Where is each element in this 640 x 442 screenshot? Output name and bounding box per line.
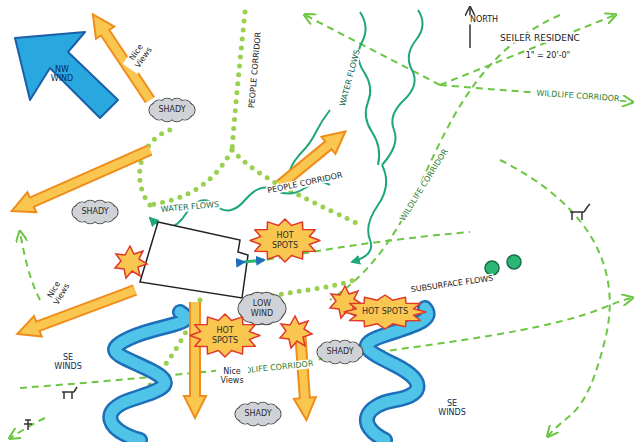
corridor-label: WILDLIFE CORRIDOR (398, 146, 451, 223)
hot-spot-star: HOT SPOTS (190, 314, 260, 357)
shade-cloud: SHADY (317, 340, 363, 364)
wind-label: SE WINDS (52, 353, 84, 371)
north-arrow (469, 8, 471, 48)
node-text: SHADY (326, 347, 353, 356)
wind-arrow (15, 32, 118, 118)
node-text: LOW WIND (247, 299, 277, 317)
corridor-label: WILDLIFE CORRIDOR (535, 88, 621, 103)
view-label: Nice Views (42, 274, 74, 311)
node-text: HOT SPOTS (208, 326, 242, 344)
building-outline (140, 222, 248, 298)
view-arrow (30, 31, 330, 400)
node-text: HOT SPOTS (362, 307, 408, 316)
water-label: WATER FLOWS (338, 48, 363, 109)
wind-squiggle (110, 308, 427, 440)
shade-cloud: SHADY (149, 98, 195, 122)
scale-note: 1" = 20'-0" (525, 51, 572, 60)
wildlife-corridor (10, 15, 632, 438)
node-text: SHADY (244, 409, 271, 418)
entry-arrow (244, 260, 264, 262)
node-text: SHADY (158, 105, 185, 114)
wind-label: NW WIND (46, 65, 78, 83)
shade-cloud: LOW WIND (238, 292, 286, 325)
node-text: SHADY (81, 207, 108, 216)
plan-title: SEILER RESIDENC (499, 33, 581, 43)
subsurface-label: SUBSURFACE FLOWS (409, 274, 495, 295)
tree-symbol (485, 255, 521, 275)
shade-cloud: SHADY (235, 402, 281, 426)
hot-spot-star: HOT SPOTS (344, 295, 426, 329)
view-label: Nice Views (216, 367, 248, 385)
shade-cloud: SHADY (72, 200, 118, 224)
corridor-label: PEOPLE CORRIDOR (247, 31, 263, 110)
animal-icon (24, 204, 590, 430)
wind-label: SE WINDS (436, 399, 468, 417)
water-label: WATER FLOWS (159, 200, 220, 214)
hot-spot-star: HOT SPOTS (250, 219, 320, 262)
corridor-label: PEOPLE CORRIDOR (266, 170, 345, 195)
node-text: HOT SPOTS (268, 231, 302, 249)
north-label: NORTH (469, 15, 499, 24)
water-flow (150, 10, 423, 262)
